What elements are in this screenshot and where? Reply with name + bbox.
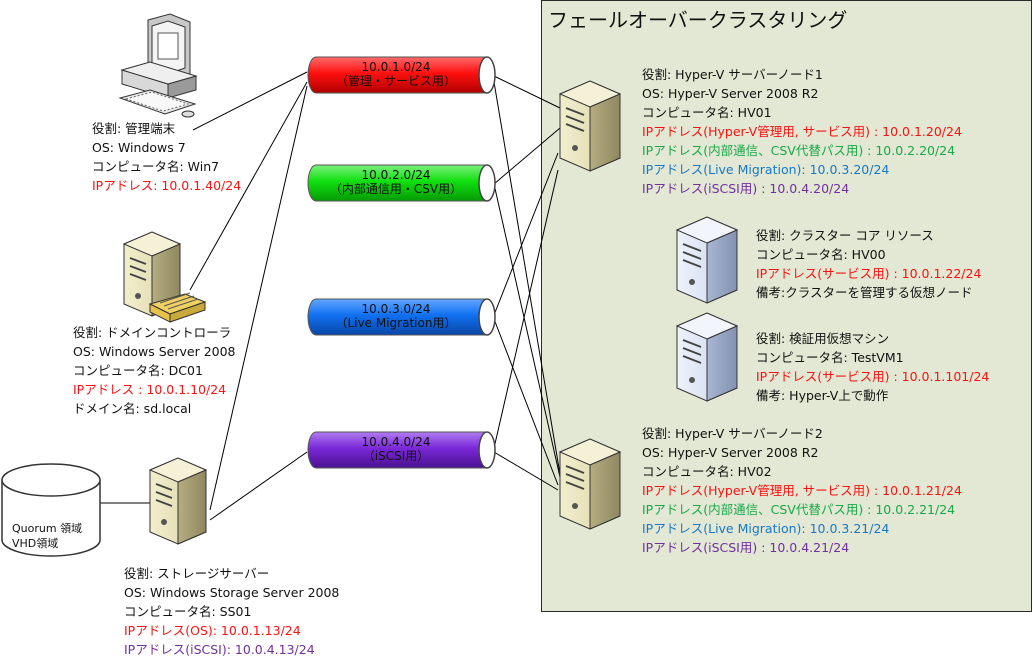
testvm1-note: 備考: Hyper-V上で動作 [756, 388, 889, 403]
network-label-2: 10.0.2.0/24 （内部通信用・CSV用） [312, 168, 480, 196]
link-win7-net1 [192, 71, 308, 131]
network-pipe-4 [307, 431, 496, 469]
hv02-computer-name: コンピュータ名: HV02 [642, 464, 772, 479]
network-subnet: 10.0.1.0/24 [361, 60, 431, 74]
link-net3-hv02 [493, 318, 559, 486]
network-pipe-1 [307, 56, 496, 94]
ss01-info: 役割: ストレージサーバー OS: Windows Storage Server… [124, 564, 339, 659]
hv02-ip-mgmt: IPアドレス(Hyper-V管理用, サービス用) : 10.0.1.21/24 [642, 483, 962, 498]
testvm1-ip: IPアドレス(サービス用) : 10.0.1.101/24 [756, 369, 990, 384]
dc01-role: 役割: ドメインコントローラ [73, 325, 232, 340]
cluster-title: フェールオーバークラスタリング [548, 8, 848, 32]
network-pipe-2 [307, 164, 496, 202]
hv01-info: 役割: Hyper-V サーバーノード1 OS: Hyper-V Server … [642, 65, 962, 198]
failover-cluster-region [541, 0, 1032, 612]
hv00-computer-name: コンピュータ名: HV00 [756, 247, 886, 262]
ss01-ip-iscsi: IPアドレス(iSCSI): 10.0.4.13/24 [124, 642, 315, 657]
hv00-role: 役割: クラスター コア リソース [756, 228, 934, 243]
hv02-ip-iscsi: IPアドレス(iSCSI用) : 10.0.4.21/24 [642, 540, 850, 555]
hv00-ip: IPアドレス(サービス用) : 10.0.1.22/24 [756, 266, 982, 281]
hv01-ip-csv: IPアドレス(内部通信、CSV代替パス用) : 10.0.2.20/24 [642, 143, 956, 158]
storage-disk-label: Quorum 領域 VHD領域 [12, 521, 82, 551]
hv02-role: 役割: Hyper-V サーバーノード2 [642, 426, 823, 441]
network-purpose: （内部通信用・CSV用） [329, 182, 463, 196]
hyperv-server-icon-hv01 [558, 80, 622, 172]
connections [100, 71, 565, 521]
dc01-os: OS: Windows Server 2008 [73, 344, 236, 359]
hv00-info: 役割: クラスター コア リソース コンピュータ名: HV00 IPアドレス(サ… [756, 226, 981, 302]
link-net4-hv02 [493, 451, 559, 491]
link-net2-hv01 [493, 127, 561, 185]
network-subnet: 10.0.2.0/24 [361, 168, 431, 182]
hv01-computer-name: コンピュータ名: HV01 [642, 105, 772, 120]
virtual-server-icon-testvm1 [675, 312, 739, 402]
desktop-pc-icon [118, 13, 198, 118]
win7-info: 役割: 管理端末 OS: Windows 7 コンピュータ名: Win7 IPア… [92, 119, 241, 195]
hyperv-server-icon-hv02 [558, 438, 622, 530]
hv01-role: 役割: Hyper-V サーバーノード1 [642, 67, 823, 82]
dc01-ip: IPアドレス : 10.0.1.10/24 [73, 382, 227, 397]
link-net1-hv02 [493, 81, 563, 487]
hv02-ip-csv: IPアドレス(内部通信、CSV代替パス用) : 10.0.2.21/24 [642, 502, 956, 517]
hv02-info: 役割: Hyper-V サーバーノード2 OS: Hyper-V Server … [642, 424, 962, 557]
link-ss01-net4 [209, 451, 308, 521]
dc01-domain: ドメイン名: sd.local [73, 401, 192, 416]
dc01-info: 役割: ドメインコントローラ OS: Windows Server 2008 コ… [73, 323, 236, 418]
link-dc01-net1 [189, 81, 308, 291]
vhd-area-label: VHD領域 [12, 537, 59, 550]
network-purpose: （Live Migration用） [335, 316, 457, 330]
win7-role: 役割: 管理端末 [92, 121, 176, 136]
hv00-note: 備考:クラスターを管理する仮想ノード [756, 285, 973, 300]
ss01-ip-os: IPアドレス(OS): 10.0.1.13/24 [124, 623, 301, 638]
link-net1-hv01 [493, 75, 561, 109]
storage-disk-icon [1, 463, 101, 557]
virtual-server-icon-hv00 [675, 216, 739, 304]
network-subnet: 10.0.4.0/24 [361, 435, 431, 449]
quorum-area-label: Quorum 領域 [12, 522, 83, 535]
network-pipe-3 [307, 298, 496, 336]
network-subnet: 10.0.3.0/24 [361, 302, 431, 316]
hv01-ip-iscsi: IPアドレス(iSCSI用) : 10.0.4.20/24 [642, 181, 850, 196]
hv02-ip-livemigration: IPアドレス(Live Migration): 10.0.3.21/24 [642, 521, 890, 536]
testvm1-info: 役割: 検証用仮想マシン コンピュータ名: TestVM1 IPアドレス(サービ… [756, 329, 989, 405]
hv02-os: OS: Hyper-V Server 2008 R2 [642, 445, 819, 460]
storage-server-icon [148, 457, 208, 545]
win7-os: OS: Windows 7 [92, 140, 186, 155]
win7-computer-name: コンピュータ名: Win7 [92, 159, 220, 174]
testvm1-role: 役割: 検証用仮想マシン [756, 331, 890, 346]
ss01-os: OS: Windows Storage Server 2008 [124, 585, 340, 600]
network-purpose: （iSCSI用） [362, 449, 430, 463]
hv01-ip-mgmt: IPアドレス(Hyper-V管理用, サービス用) : 10.0.1.20/24 [642, 124, 962, 139]
ss01-role: 役割: ストレージサーバー [124, 566, 270, 581]
ss01-computer-name: コンピュータ名: SS01 [124, 604, 252, 619]
network-purpose: （管理・サービス用） [335, 74, 456, 88]
link-net2-hv02 [493, 183, 565, 496]
hv01-ip-livemigration: IPアドレス(Live Migration): 10.0.3.20/24 [642, 162, 890, 177]
win7-ip: IPアドレス: 10.0.1.40/24 [92, 178, 242, 193]
link-ss01-net1 [209, 85, 308, 511]
testvm1-computer-name: コンピュータ名: TestVM1 [756, 350, 904, 365]
hv01-os: OS: Hyper-V Server 2008 R2 [642, 86, 819, 101]
network-label-4: 10.0.4.0/24 （iSCSI用） [312, 435, 480, 463]
domain-controller-icon [122, 231, 207, 323]
link-net3-hv01 [493, 152, 559, 316]
network-label-3: 10.0.3.0/24 （Live Migration用） [312, 302, 480, 330]
network-label-1: 10.0.1.0/24 （管理・サービス用） [312, 60, 480, 88]
link-net4-hv01 [493, 169, 559, 449]
dc01-computer-name: コンピュータ名: DC01 [73, 363, 203, 378]
